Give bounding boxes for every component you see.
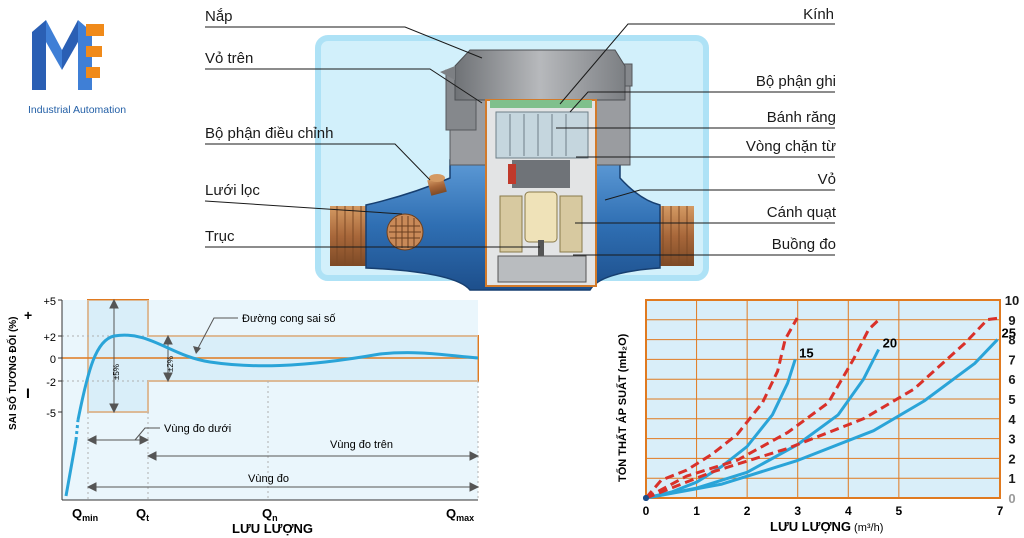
y-tick-zero: 0 — [50, 354, 56, 366]
label-impeller: Cánh quạt — [766, 204, 836, 221]
q-min-label: Qmin — [72, 506, 98, 523]
loss-y-tick: 10 — [1005, 293, 1019, 308]
zone-lower-label: Vùng đo dưới — [164, 423, 231, 435]
loss-y-tick: 4 — [1008, 412, 1016, 427]
adjusting-screw — [427, 174, 447, 196]
y-tick-plus5: +5 — [43, 296, 56, 308]
q-n-label: Qn — [262, 506, 278, 523]
loss-y-tick: 7 — [1008, 352, 1015, 367]
meter-illustration — [315, 35, 709, 291]
label-register: Bộ phận ghi — [755, 73, 836, 90]
label-cap: Nắp — [205, 8, 233, 25]
label-shell: Vỏ — [817, 171, 836, 188]
loss-x-tick: 7 — [997, 504, 1004, 518]
label-magnet-ring: Vòng chặn từ — [745, 138, 836, 155]
loss-y-tick: 8 — [1008, 333, 1015, 348]
label-shaft: Trục — [205, 228, 235, 245]
label-strainer: Lưới lọc — [205, 182, 260, 199]
loss-x-tick: 0 — [643, 504, 650, 518]
label-glass: Kính — [803, 6, 834, 23]
strainer-mesh — [386, 213, 424, 251]
loss-x-title: LƯU LƯỢNG(m³/h) — [770, 519, 883, 534]
loss-x-tick: 1 — [693, 504, 700, 518]
loss-series-line — [645, 358, 797, 500]
register — [495, 111, 589, 159]
error-x-title: LƯU LƯỢNG — [232, 521, 313, 536]
y-tick-minus5: -5 — [46, 408, 56, 420]
label-gears: Bánh răng — [766, 109, 836, 126]
loss-y-title: TỔN THẤT ÁP SUẤT (mH₂O) — [616, 333, 629, 482]
label-upper-shell: Vỏ trên — [205, 50, 254, 67]
measuring-chamber — [497, 255, 587, 283]
loss-x-tick: 2 — [744, 504, 751, 518]
loss-series-label: 15 — [799, 345, 813, 360]
loss-y-tick: 0 — [1008, 491, 1015, 506]
error-axis-title: SAI SỐ TƯƠNG ĐỐI (%) — [5, 317, 19, 431]
loss-y-tick: 5 — [1008, 392, 1015, 407]
loss-series-line — [645, 338, 999, 500]
brass-inlet — [330, 206, 368, 266]
error-curve — [64, 333, 479, 497]
loss-series-limit — [644, 317, 799, 499]
loss-ticks: 0 1 2 3 4 5 6 7 8 9 10 0 1 2 3 4 5 7 — [643, 293, 1020, 518]
company-logo — [32, 20, 104, 90]
band-2-label: ±2% — [166, 356, 175, 372]
loss-y-tick: 3 — [1008, 432, 1015, 447]
y-tick-plus2: +2 — [43, 332, 56, 344]
label-chamber: Buồng đo — [771, 236, 836, 253]
loss-x-tick: 5 — [896, 504, 903, 518]
loss-x-tick: 3 — [794, 504, 801, 518]
glass — [490, 100, 592, 108]
loss-series-label: 20 — [883, 336, 897, 351]
plus-sign: + — [24, 307, 32, 323]
y-tick-minus2: -2 — [46, 377, 56, 389]
loss-y-tick: 9 — [1008, 313, 1015, 328]
magnetic-coupling — [512, 160, 570, 188]
band-5-label: ±5% — [112, 364, 121, 380]
meter-leader-lines — [204, 23, 835, 256]
loss-series-limit — [645, 316, 882, 500]
minus-sign: I — [26, 385, 30, 401]
zone-upper-label: Vùng đo trên — [330, 439, 393, 451]
loss-y-tick: 2 — [1008, 451, 1015, 466]
loss-origin-point — [643, 495, 649, 501]
q-max-label: Qmax — [446, 506, 474, 523]
loss-series-limit — [645, 316, 1000, 500]
logo-mark-icon — [32, 20, 104, 90]
loss-y-tick: 6 — [1008, 372, 1015, 387]
loss-y-tick: 1 — [1008, 471, 1015, 486]
brass-outlet — [656, 206, 694, 266]
zone-all-label: Vùng đo — [248, 473, 289, 485]
q-t-label: Qt — [136, 506, 149, 523]
loss-series-label: 25 — [1001, 326, 1015, 341]
loss-x-tick: 4 — [845, 504, 852, 518]
brand-tagline: Industrial Automation — [28, 104, 127, 116]
curve-label: Đường cong sai số — [242, 313, 335, 325]
label-adjuster: Bộ phận điều chỉnh — [205, 125, 334, 142]
